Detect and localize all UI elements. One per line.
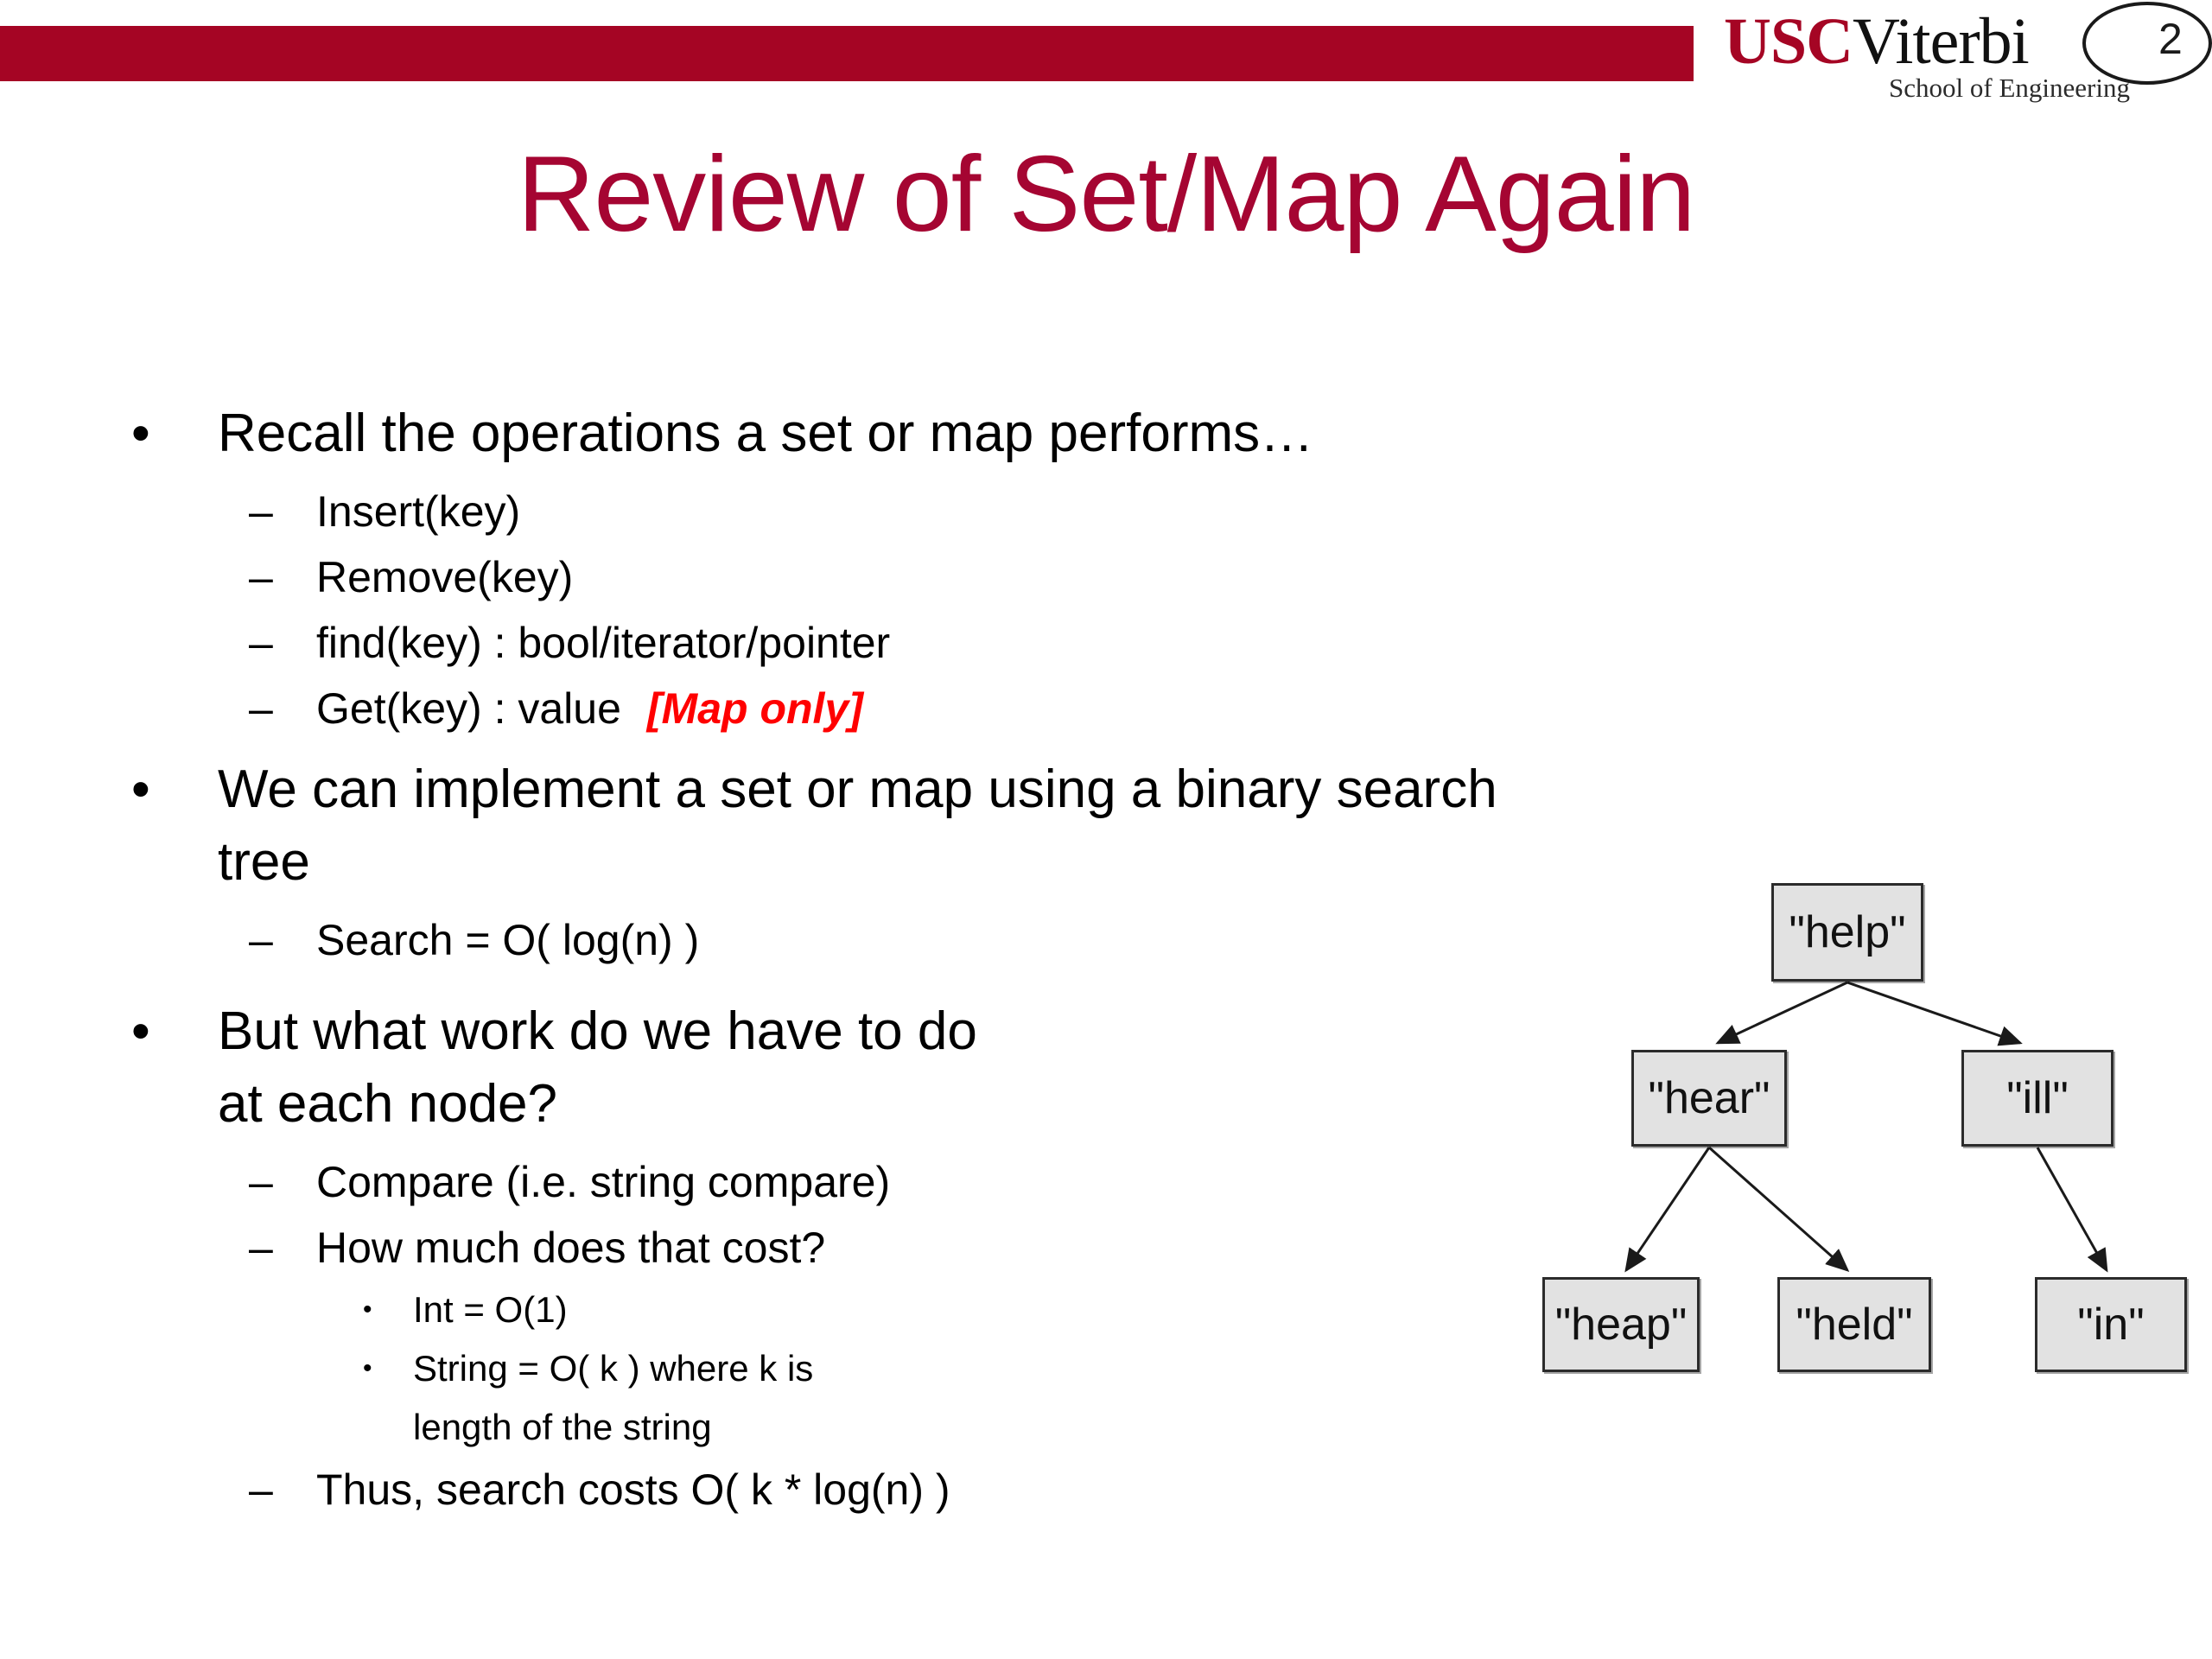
bullet-level1-work-line1: But what work do we have to do [218,1001,977,1061]
bullet-level3-string: • String = O( k ) where k is length of t… [0,1339,1555,1457]
tree-node-held: "held" [1777,1277,1931,1372]
bullet-level2-cost: – How much does that cost? [0,1215,1555,1281]
page-number-ellipse [2082,2,2212,85]
bullet-level2-compare-text: Compare (i.e. string compare) [316,1158,891,1206]
bullet-level1-implement-text: We can implement a set or map using a bi… [218,760,1497,892]
page-title: Review of Set/Map Again [517,135,1695,254]
bullet-level2-remove-text: Remove(key) [316,553,574,601]
dash-icon: – [249,1465,273,1514]
bullet-level1-work-line2: at each node? [218,1074,558,1134]
dash-icon: – [249,487,273,536]
dash-icon: – [249,553,273,601]
bullet-level2-find-text: find(key) : bool/iterator/pointer [316,619,891,667]
dash-icon: – [249,1224,273,1272]
bullet-level2-thus: – Thus, search costs O( k * log(n) ) [0,1457,1555,1522]
slide-body: • Recall the operations a set or map per… [0,397,1555,1522]
logo-subtitle: School of Engineering [1889,73,2130,103]
edge-ill-to-in [2036,1147,2108,1273]
bullet-level2-search-text: Search = O( log(n) ) [316,916,700,964]
tree-node-hear: "hear" [1631,1050,1787,1147]
edge-hear-to-held [1708,1146,1850,1272]
header-accent-bar [0,26,1694,81]
bullet-dot-icon: • [363,1354,372,1382]
bullet-level2-find: – find(key) : bool/iterator/pointer [0,610,1555,676]
dash-icon: – [249,619,273,667]
bullet-level3-int-text: Int = O(1) [413,1289,568,1330]
bullet-level1-work: • But what work do we have to do at each… [0,995,1555,1141]
edge-hear-to-heap [1624,1147,1711,1273]
bullet-level2-remove: – Remove(key) [0,544,1555,610]
bullet-level2-cost-text: How much does that cost? [316,1224,826,1272]
edge-help-to-ill [1847,981,2023,1046]
bullet-level2-insert-text: Insert(key) [316,487,521,536]
bullet-dot-icon: • [131,760,150,819]
bullet-level2-get: – Get(key) : value [Map only] [0,676,1555,741]
tree-node-in: "in" [2035,1277,2187,1372]
bullet-level1-implement: • We can implement a set or map using a … [0,753,1555,899]
bullet-level2-compare: – Compare (i.e. string compare) [0,1149,1555,1215]
tree-edges [1624,981,2108,1273]
bullet-level2-thus-text: Thus, search costs O( k * log(n) ) [316,1465,950,1514]
tree-node-help: "help" [1771,883,1923,982]
spacer [0,741,1555,753]
page-number: 2 [2158,15,2183,63]
dash-icon: – [249,1158,273,1206]
dash-icon: – [249,916,273,964]
bullet-level2-insert: – Insert(key) [0,479,1555,544]
usc-viterbi-logo: USCViterbi School of Engineering [1724,7,2139,104]
bullet-level2-search: – Search = O( log(n) ) [0,907,1555,973]
logo-usc-text: USC [1724,5,1853,78]
bullet-level1-recall-text: Recall the operations a set or map perfo… [218,404,1314,463]
bullet-level3-string-line2: length of the string [413,1407,712,1447]
binary-search-tree-diagram: "help" "hear" "ill" "heap" "held" "in" [1521,864,2212,1400]
bullet-level1-recall: • Recall the operations a set or map per… [0,397,1555,470]
bullet-dot-icon: • [131,1001,150,1061]
logo-wordmark: USCViterbi [1724,7,2139,76]
bullet-level2-get-text: Get(key) : value [316,684,621,733]
bullet-level3-string-line1: String = O( k ) where k is [413,1348,814,1389]
bullet-level3-int: • Int = O(1) [0,1281,1555,1339]
edge-help-to-hear [1715,981,1848,1045]
tree-node-ill: "ill" [1961,1050,2113,1147]
dash-icon: – [249,684,273,733]
bullet-dot-icon: • [363,1295,372,1324]
tree-node-heap: "heap" [1542,1277,1700,1372]
map-only-annotation: [Map only] [646,684,863,733]
logo-viterbi-text: Viterbi [1853,5,2030,78]
bullet-dot-icon: • [131,404,150,463]
spacer [0,973,1555,995]
